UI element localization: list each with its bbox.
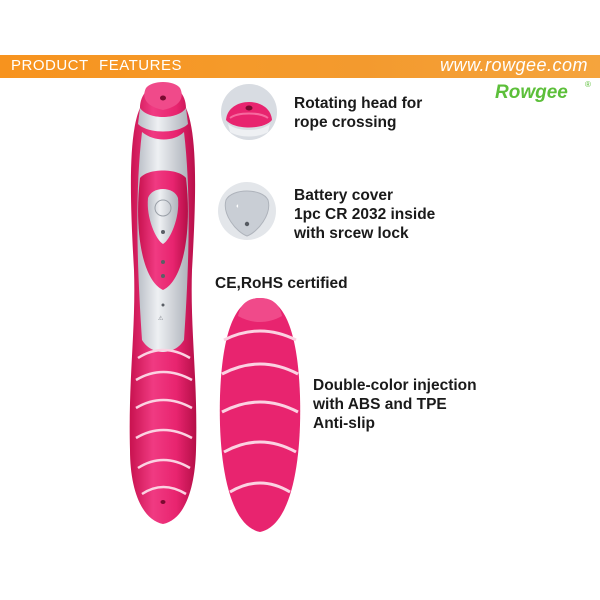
banner-title: PRODUCT FEATURES (11, 57, 182, 74)
feature-certification: CE,RoHS certified (215, 275, 348, 292)
grip-detail-thumbnail (219, 298, 301, 532)
website-link[interactable]: www.rowgee.com (439, 55, 588, 75)
feature-double-color-injection: Double-color injection with ABS and TPE … (313, 377, 477, 432)
svg-text:◐: ◐ (236, 203, 240, 210)
registered-mark: ® (585, 80, 591, 89)
feature-rotating-head: Rotating head for rope crossing (294, 95, 423, 131)
battery-cover-thumbnail: ◐ (218, 182, 276, 240)
jump-rope-handle-image: ⚠ (129, 82, 197, 524)
brand-logo: Rowgee (495, 82, 568, 103)
rotating-head-thumbnail (221, 84, 277, 140)
feature-battery-cover: Battery cover 1pc CR 2032 inside with sr… (294, 187, 436, 242)
svg-text:⚠: ⚠ (158, 315, 164, 322)
top-banner: PRODUCT FEATURES www.rowgee.com (0, 55, 600, 78)
